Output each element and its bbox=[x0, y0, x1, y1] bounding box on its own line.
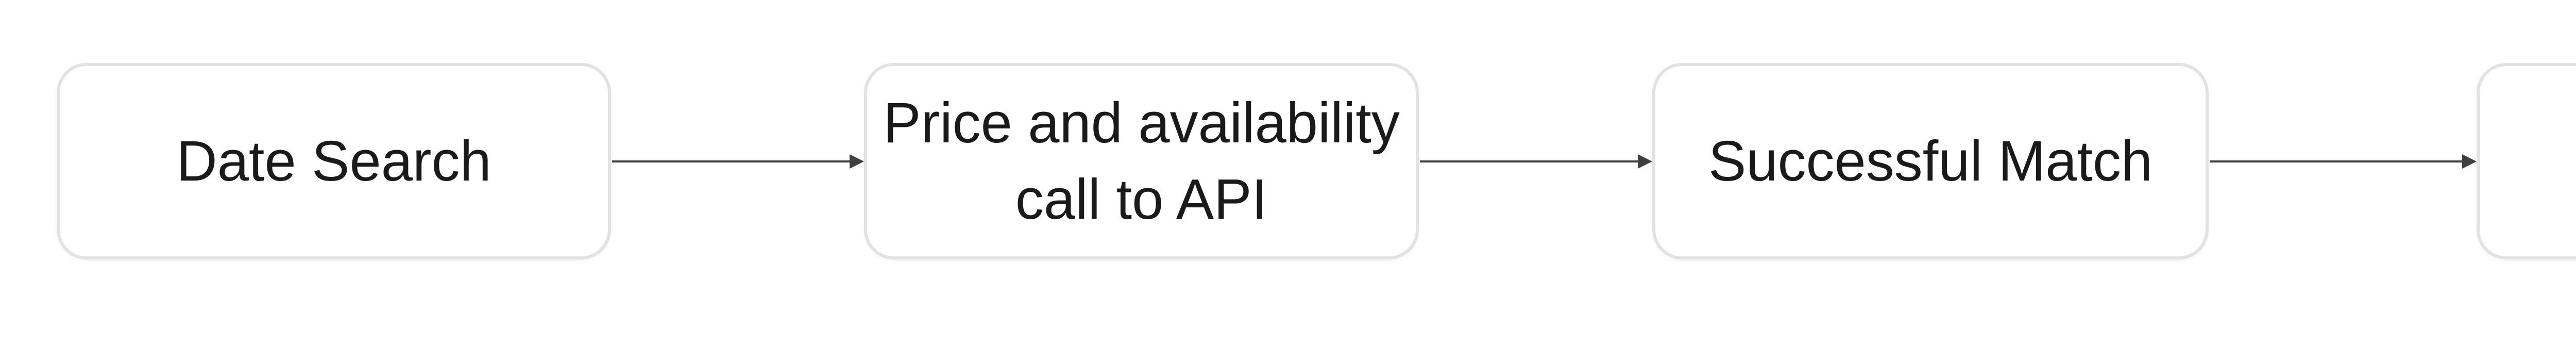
flow-node-price-availability-api-call[interactable]: Price and availability call to API bbox=[864, 63, 1419, 259]
node-label-finish-booking-process: Finish booking process bbox=[2572, 85, 2576, 238]
arrowhead-icon bbox=[850, 154, 864, 169]
node-label-date-search: Date Search bbox=[176, 129, 492, 193]
flow-node-finish-booking-process[interactable]: Finish booking process bbox=[2477, 63, 2576, 259]
connector-arrow-2 bbox=[1420, 154, 1652, 169]
connector-arrow-1 bbox=[612, 154, 864, 169]
flow-node-date-search[interactable]: Date Search bbox=[57, 63, 611, 259]
arrowhead-icon bbox=[2462, 154, 2477, 169]
arrowhead-icon bbox=[1638, 154, 1652, 169]
flow-node-successful-match[interactable]: Successful Match bbox=[1652, 63, 2209, 259]
connector-arrow-3 bbox=[2210, 154, 2477, 169]
node-label-successful-match: Successful Match bbox=[1708, 129, 2153, 193]
node-label-price-availability-api-call: Price and availability call to API bbox=[883, 91, 1400, 231]
